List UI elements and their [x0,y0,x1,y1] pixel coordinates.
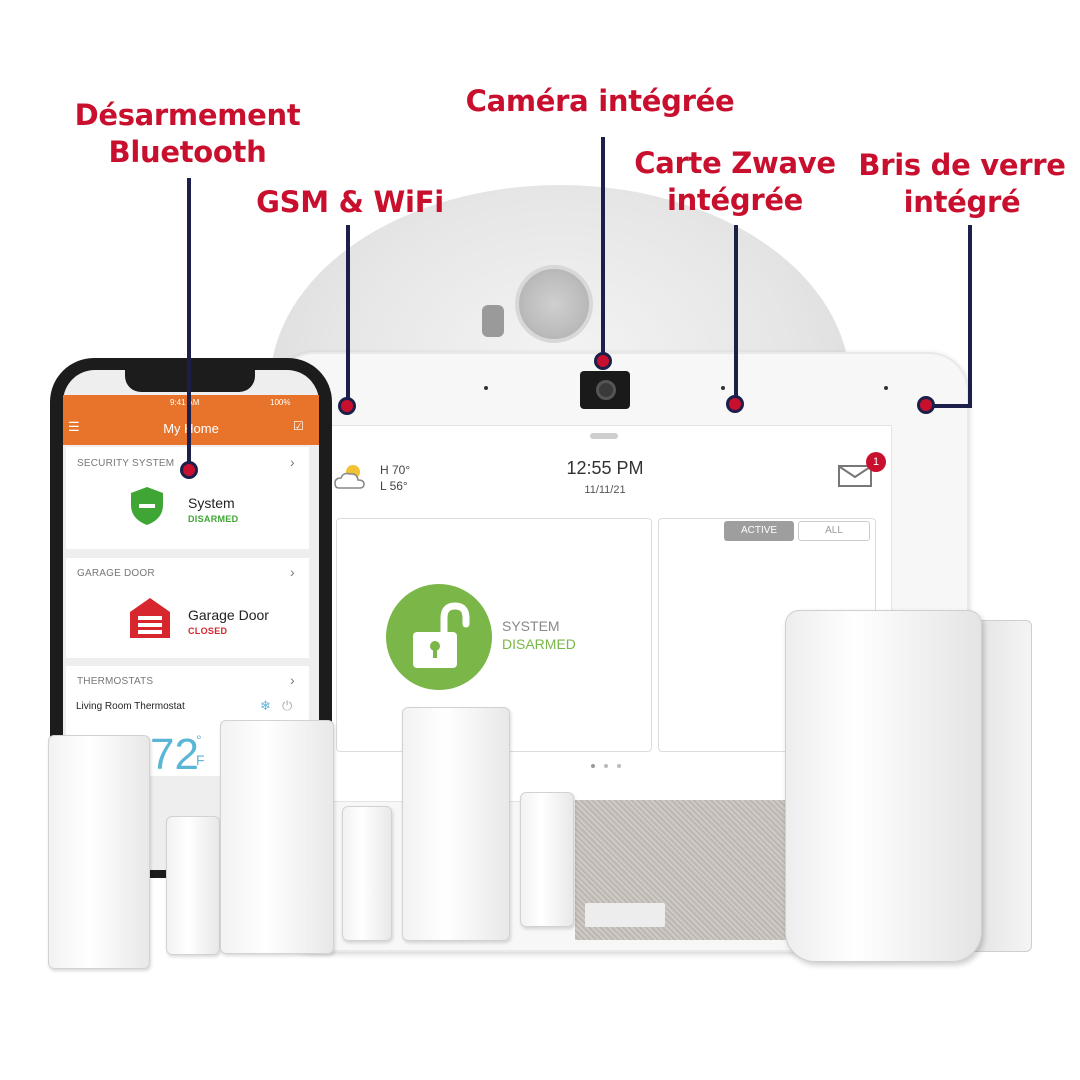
snowflake-icon: ❄ [260,698,271,713]
callout-glass: Bris de verre intégré [858,148,1066,219]
callout-dot-camera [594,352,612,370]
degree-symbol: ° [196,732,202,748]
thermostat-header: THERMOSTATS [77,676,154,687]
scenes-icon[interactable]: ☑ [293,419,304,433]
door-sensor-magnet [520,792,574,927]
panel-sensor-dot [721,386,725,390]
panel-mic-dot [484,386,488,390]
door-sensor [220,720,334,954]
door-sensor [48,735,150,969]
thermostat-name: Living Room Thermostat [76,701,185,712]
callout-bluetooth: Désarmement Bluetooth [74,98,301,169]
page-dot[interactable] [604,764,608,768]
callout-zwave: Carte Zwave intégrée [634,146,836,217]
callout-dot-glass [917,396,935,414]
security-status: DISARMED [188,514,239,524]
page-dot-active[interactable] [591,764,595,768]
disarmed-lock-button[interactable] [386,584,492,690]
panel-clock: 12:55 PM [566,458,644,478]
chevron-right-icon[interactable]: › [290,672,295,688]
motion-sensor [785,610,1032,962]
leader-line-glass [968,225,972,408]
panel-date: 11/11/21 [584,484,626,496]
app-header [63,395,319,445]
security-header: SECURITY SYSTEM [77,458,175,469]
app-title: My Home [163,421,219,436]
weather-readout: H 70° L 56° [380,462,410,494]
pull-down-handle[interactable] [590,433,618,439]
door-sensor [402,707,510,941]
motion-sensor-body [785,610,982,962]
thermostat-unit: ° F [196,730,205,770]
callout-gsm: GSM & WiFi [256,185,444,219]
phone-battery: 100% [270,398,291,407]
garage-title: Garage Door [188,607,269,623]
chevron-right-icon[interactable]: › [290,564,295,580]
fahrenheit-unit: F [196,752,205,768]
status-line-2: DISARMED [502,636,576,652]
door-sensor-magnet [166,816,220,955]
tab-active[interactable]: ACTIVE [724,521,794,541]
garage-header: GARAGE DOOR [77,568,155,579]
power-icon[interactable]: ⏻ [282,698,293,713]
menu-icon[interactable]: ☰ [68,419,80,434]
callout-dot-zwave [726,395,744,413]
weather-low: L 56° [380,479,408,493]
page-dot[interactable] [617,764,621,768]
leader-line-camera [601,137,605,363]
chevron-right-icon[interactable]: › [290,454,295,470]
camera-lens-icon [596,380,616,400]
garage-status: CLOSED [188,626,228,636]
callout-camera: Caméra intégrée [465,84,735,118]
tab-all[interactable]: ALL [798,521,870,541]
shield-icon [131,487,163,525]
weather-high: H 70° [380,463,411,477]
mail-badge: 1 [866,452,886,472]
garage-card[interactable] [66,558,309,658]
security-title: System [188,495,235,511]
callout-dot-gsm [338,397,356,415]
leader-line-gsm [346,225,350,405]
leader-line-glass-horizontal [926,404,972,408]
brand-logo-plate [585,903,665,927]
leader-line-zwave [734,225,738,405]
leader-line-bluetooth [187,178,191,468]
mail-icon[interactable] [838,465,872,487]
smoke-detector-button [515,265,593,343]
smoke-detector-slot [482,305,504,337]
phone-status-time: 9:41 AM [170,398,200,407]
system-status-text: SYSTEM DISARMED [502,617,576,653]
garage-icon [130,598,170,638]
callout-dot-bluetooth [180,461,198,479]
door-sensor-magnet [342,806,392,941]
thermostat-temperature: 72 [150,730,199,779]
envelope-flap-icon [839,466,871,479]
panel-sensor-dot [884,386,888,390]
open-padlock-icon [413,602,470,668]
status-line-1: SYSTEM [502,618,560,634]
partly-cloudy-icon [334,465,365,489]
